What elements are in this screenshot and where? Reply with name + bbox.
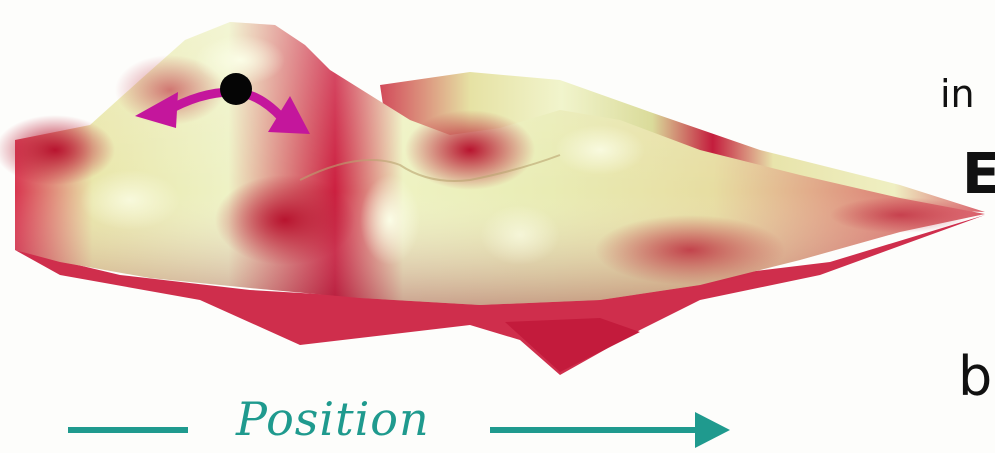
peak-highlight-4 bbox=[80, 170, 180, 230]
valley-center-left bbox=[215, 175, 355, 265]
valley-far-right bbox=[830, 197, 970, 233]
peak-highlight-2 bbox=[360, 175, 420, 265]
position-axis-label: Position bbox=[236, 392, 430, 446]
peak-highlight-5 bbox=[480, 205, 560, 265]
valley-center bbox=[405, 110, 535, 190]
right-arrow-icon bbox=[695, 412, 730, 448]
right-text-line-2: E bbox=[962, 142, 995, 207]
right-text-line-1: in bbox=[940, 72, 975, 116]
surface-underside-lower bbox=[505, 318, 640, 372]
peak-highlight-3 bbox=[555, 125, 645, 175]
ball-icon bbox=[220, 73, 252, 105]
valley-left bbox=[0, 115, 115, 185]
valley-right bbox=[595, 215, 785, 285]
right-text-line-3: b bbox=[958, 345, 992, 408]
